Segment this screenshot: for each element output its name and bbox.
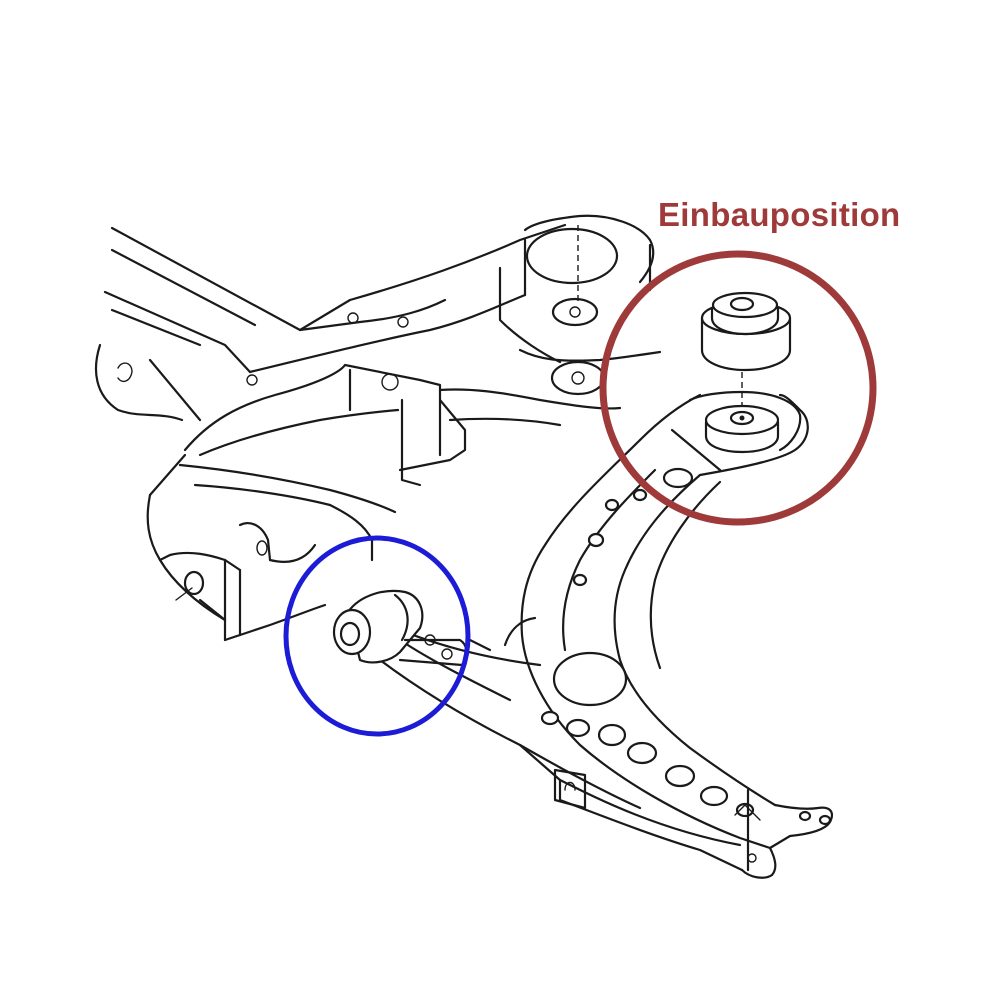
front-bushing bbox=[332, 589, 468, 667]
installation-position-label: Einbauposition bbox=[658, 196, 901, 233]
rear-bushing bbox=[688, 291, 802, 454]
installation-position-circle bbox=[599, 250, 877, 526]
control-arm bbox=[378, 393, 834, 879]
front-bushing-circle bbox=[283, 535, 471, 737]
subframe bbox=[94, 214, 662, 642]
